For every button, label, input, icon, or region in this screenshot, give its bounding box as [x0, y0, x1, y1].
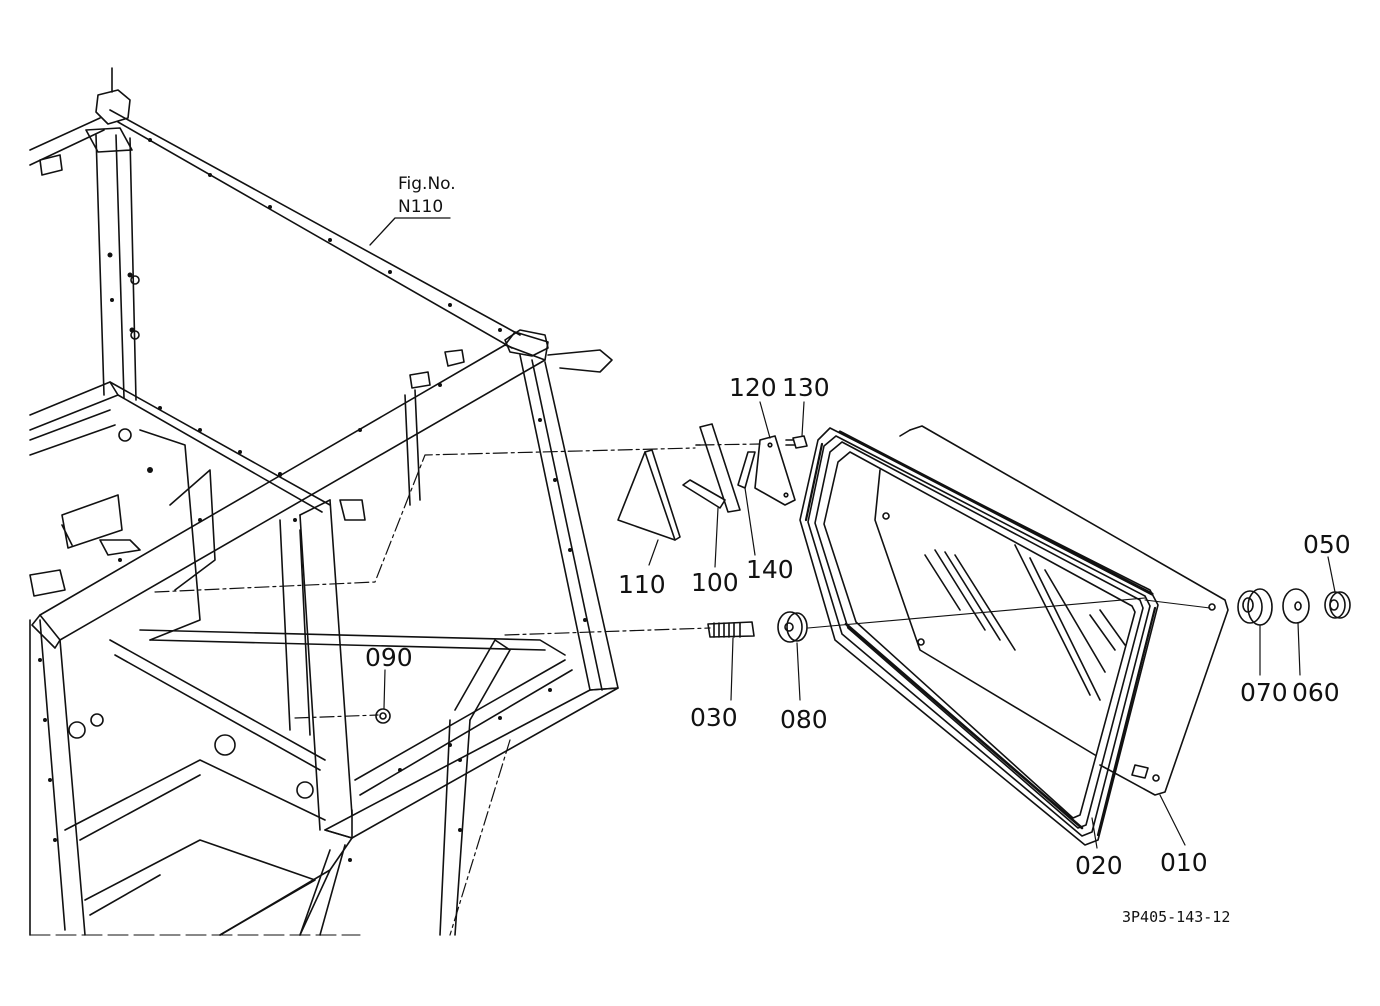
- callout-090: 090: [365, 643, 413, 672]
- part-010-window-glass: [875, 426, 1228, 795]
- callout-030: 030: [690, 703, 738, 732]
- part-120-plate: [755, 436, 795, 505]
- part-140-strip: [738, 452, 755, 488]
- callout-070: 070: [1240, 678, 1288, 707]
- callout-130: 130: [782, 373, 830, 402]
- part-110-seal-piece: [618, 450, 680, 540]
- part-100-bracket: [683, 424, 740, 512]
- callout-140: 140: [746, 555, 794, 584]
- part-060-washer: [1283, 589, 1309, 623]
- cab-frame: [30, 68, 618, 935]
- callout-080: 080: [780, 705, 828, 734]
- drawing-number: 3P405-143-12: [1122, 908, 1231, 926]
- alignment-lines: [155, 444, 760, 718]
- part-130-screw: [786, 436, 807, 448]
- callout-060: 060: [1292, 678, 1340, 707]
- callout-010: 010: [1160, 848, 1208, 877]
- part-030-stud: [708, 622, 754, 637]
- callout-120: 120: [729, 373, 777, 402]
- part-020-weatherstrip: [800, 428, 1158, 845]
- figure-reference-line2: N110: [398, 197, 444, 218]
- figure-reference: Fig.No. N110: [398, 174, 456, 219]
- callout-020: 020: [1075, 851, 1123, 880]
- part-070-bushing: [1238, 589, 1272, 625]
- part-050-nut: [1325, 592, 1350, 618]
- part-080-spacer: [778, 612, 807, 642]
- figure-reference-line1: Fig.No.: [398, 174, 456, 194]
- callout-100: 100: [691, 568, 739, 597]
- callout-050: 050: [1303, 530, 1351, 559]
- callout-leaders: [384, 402, 1335, 848]
- callout-110: 110: [618, 570, 666, 599]
- part-090-bolt: [376, 709, 390, 723]
